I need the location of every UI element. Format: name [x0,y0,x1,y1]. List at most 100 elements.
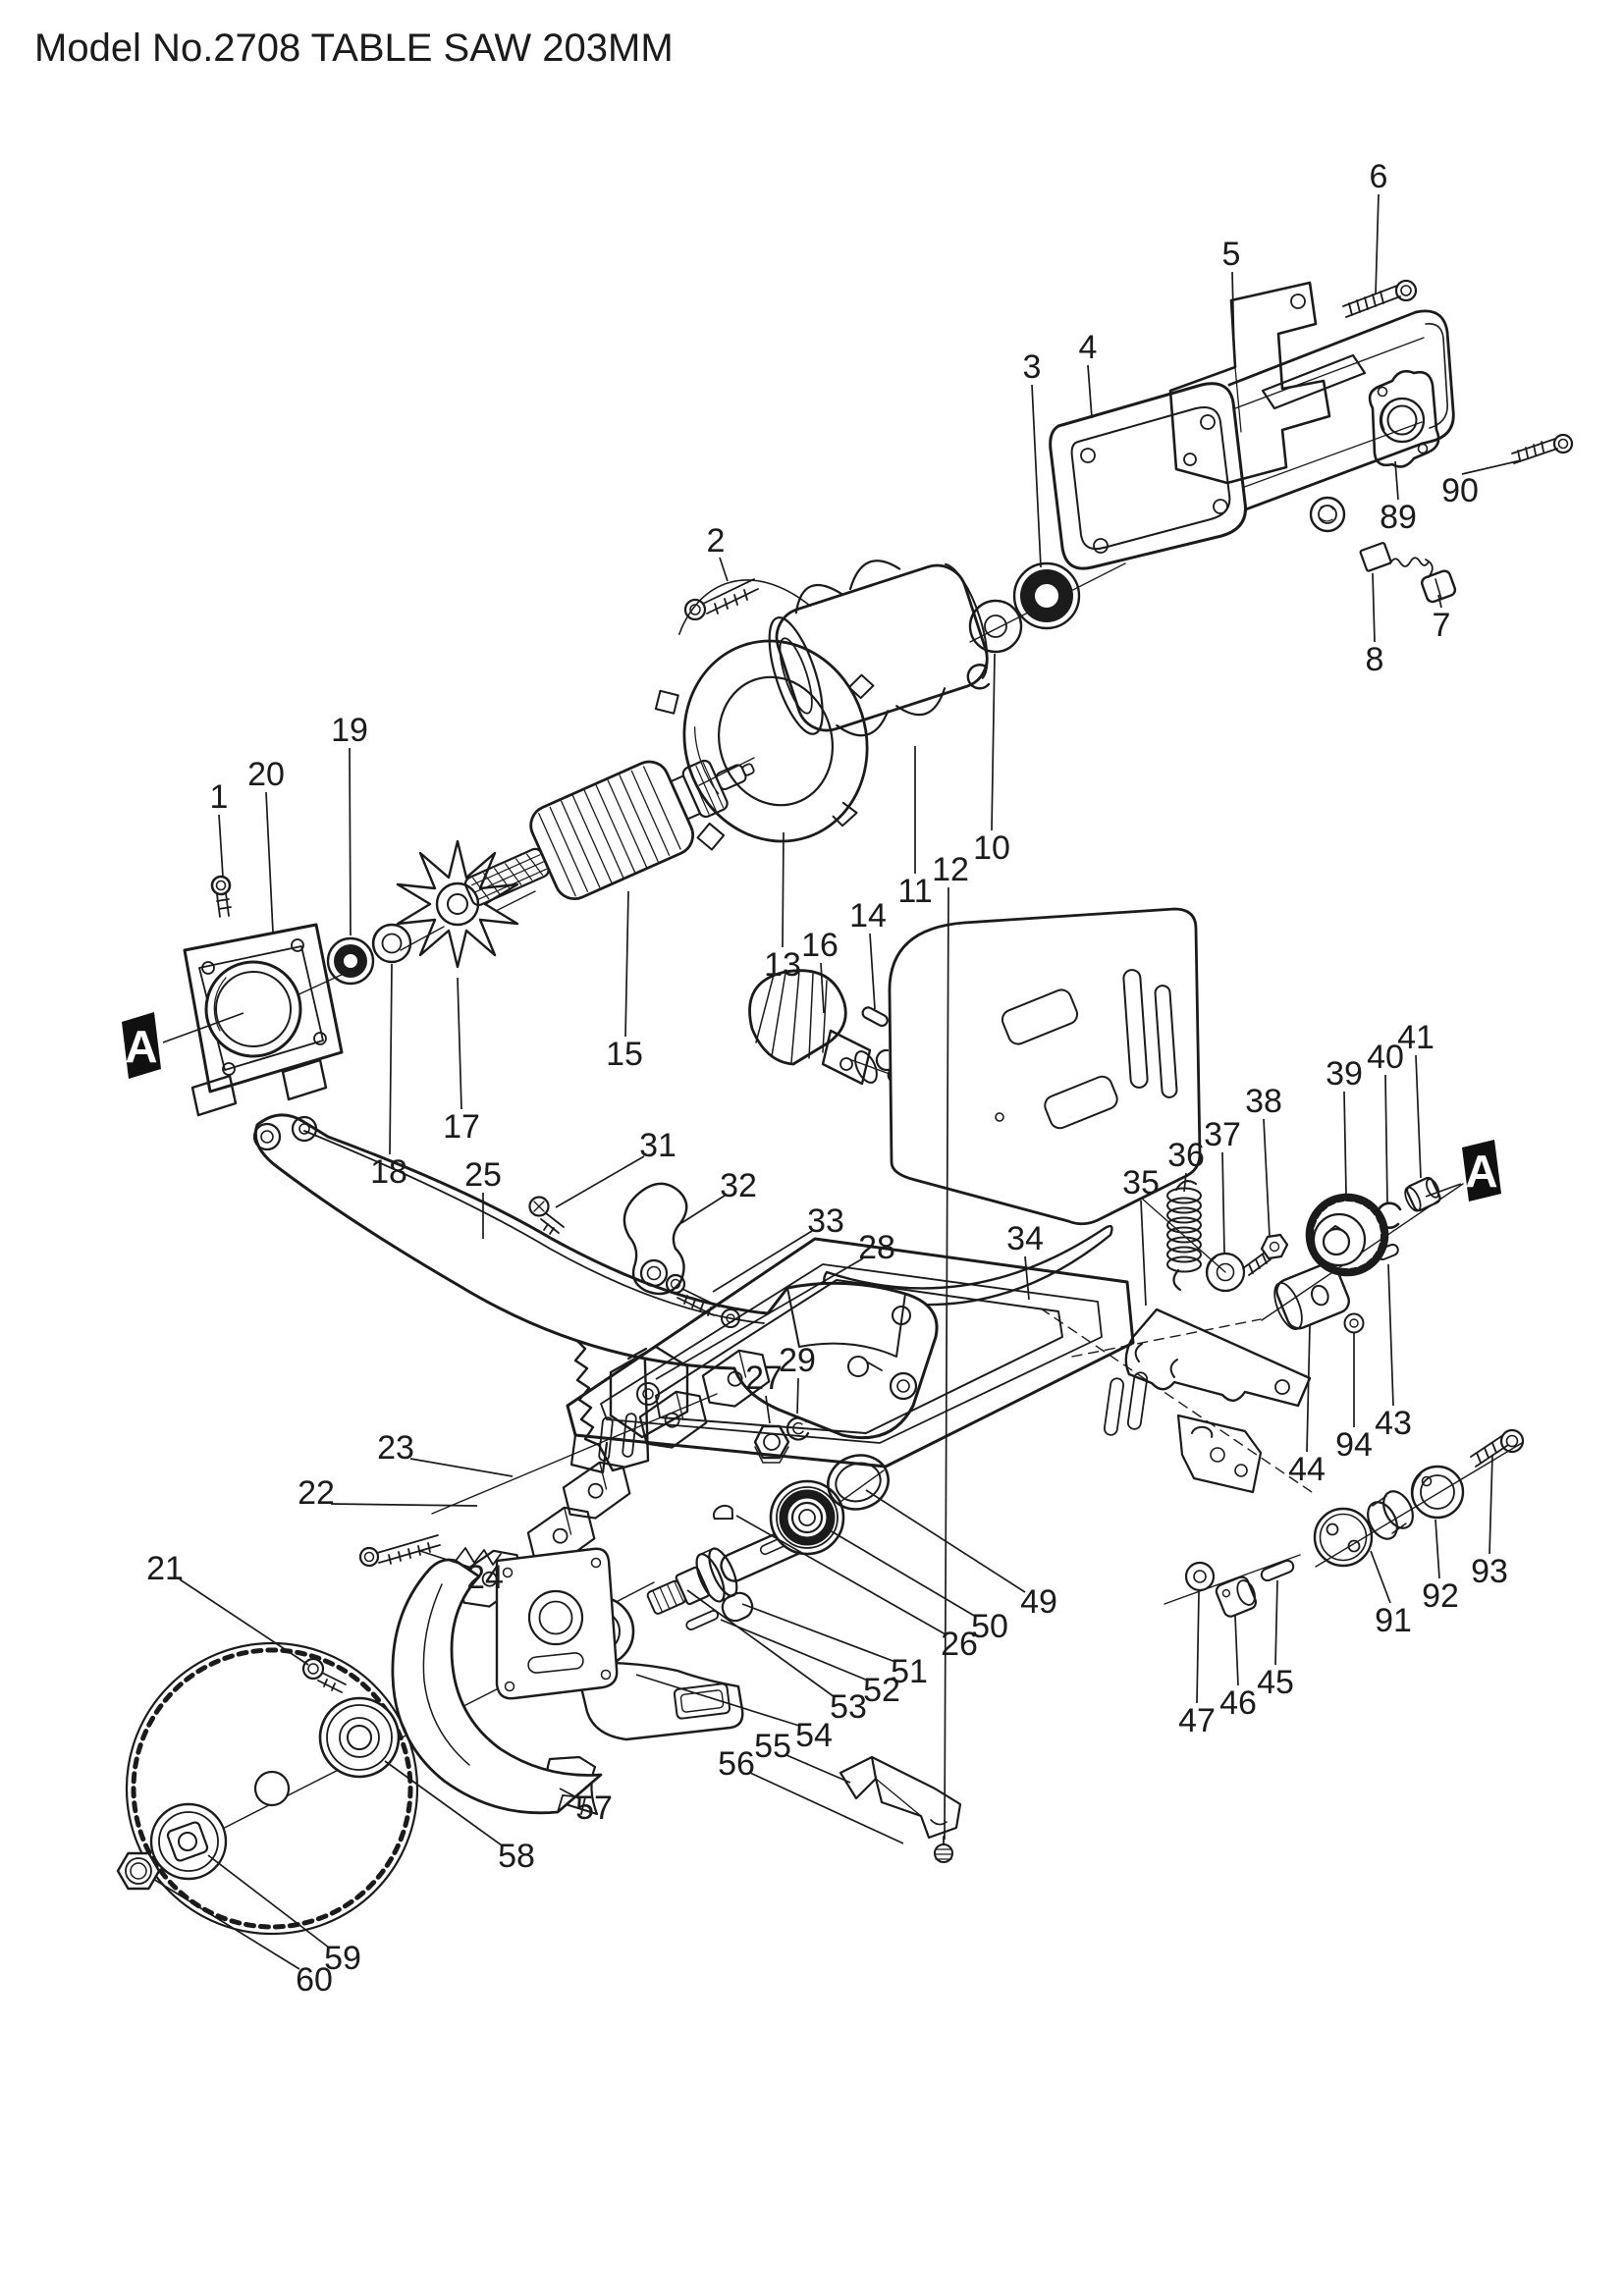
part-label-39: 39 [1326,1055,1363,1093]
bolt-6 [1342,279,1418,318]
part-label-52: 52 [863,1672,900,1709]
screw-31 [528,1196,565,1235]
motor-housing [1049,309,1455,570]
leader-part-39 [1343,1091,1347,1195]
screw-24 [358,1534,441,1568]
part-label-17: 17 [443,1108,480,1146]
lock-lever-32 [623,1182,688,1296]
leader-part-37 [1221,1151,1225,1254]
leader-part-43 [1387,1263,1394,1407]
leader-part-50 [824,1526,977,1618]
retainer-ring-92 [1410,1465,1465,1520]
part-label-59: 59 [324,1940,361,1977]
leader-part-47 [1196,1591,1200,1704]
part-label-47: 47 [1178,1702,1216,1739]
part-label-15: 15 [606,1036,643,1073]
riving-bracket [839,1755,962,1840]
ball-bearing-19 [326,936,375,986]
leader-part-44 [1306,1324,1311,1453]
leader-part-3 [1031,384,1042,568]
part-label-21: 21 [146,1550,184,1587]
pulley-91 [1313,1507,1374,1568]
part-label-16: 16 [801,927,839,964]
saw-blade [125,1641,419,1936]
part-label-7: 7 [1433,607,1451,644]
bolt-93 [1470,1428,1525,1468]
leader-part-14 [869,933,876,1010]
part-label-90: 90 [1441,472,1479,509]
part-label-11: 11 [897,873,932,910]
ball-bearing-50 [769,1479,845,1556]
leader-part-55 [785,1754,851,1784]
part-label-38: 38 [1245,1083,1282,1120]
part-label-27: 27 [745,1360,783,1397]
cooling-fan [396,839,519,969]
screw-33 [665,1273,740,1328]
gear-39 [1305,1193,1389,1277]
leader-part-35 [1140,1200,1147,1307]
collar-46 [1215,1575,1258,1618]
leader-part-10 [991,653,996,831]
leader-part-22 [330,1503,478,1507]
screw-2 [683,578,759,621]
part-label-25: 25 [464,1156,502,1194]
leader-part-17 [457,977,462,1110]
leader-part-33 [712,1230,813,1293]
leader-part-2 [719,557,729,582]
leader-part-20 [265,791,274,934]
part-label-50: 50 [971,1608,1008,1645]
spindle-shaft [646,1522,816,1615]
part-label-45: 45 [1257,1664,1294,1701]
pin-43 [1376,1243,1399,1261]
fan-baffle [654,639,875,851]
spring-36 [1166,1179,1202,1292]
spacer-41 [1404,1176,1441,1212]
leader-part-60 [152,1878,300,1970]
part-label-29: 29 [779,1342,816,1379]
carbon-brush-8 [1359,542,1434,578]
leader-part-91 [1370,1550,1391,1604]
leader-part-6 [1375,193,1380,295]
part-label-1: 1 [210,778,229,816]
leader-part-46 [1234,1615,1239,1686]
hex-nut-60 [116,1851,161,1891]
part-label-51: 51 [891,1653,928,1690]
leader-part-19 [349,747,352,936]
leader-part-36 [1183,1172,1187,1193]
view-marker-letter-1: A [125,1021,157,1072]
safety-cover [391,1547,619,1815]
pin-51 [685,1609,720,1630]
diagram-title: Model No.2708 TABLE SAW 203MM [34,27,674,70]
leader-part-52 [720,1619,869,1682]
pin-14 [861,1006,889,1028]
part-label-53: 53 [830,1688,867,1726]
part-label-57: 57 [575,1789,613,1827]
leader-part-45 [1274,1579,1278,1666]
inner-flange-59 [149,1802,228,1881]
leader-part-93 [1489,1454,1493,1555]
leader-part-58 [384,1760,503,1846]
part-label-3: 3 [1023,348,1042,386]
part-label-94: 94 [1335,1426,1373,1464]
washer-10 [968,599,1023,654]
c-ring-40 [1376,1201,1402,1229]
leader-part-89 [1394,460,1399,501]
part-label-55: 55 [754,1728,791,1765]
handle-arm [252,1113,939,1440]
terminal-plates [456,1349,771,1608]
part-label-5: 5 [1222,236,1241,273]
leader-part-16 [820,962,825,1014]
part-label-28: 28 [858,1229,895,1266]
part-label-44: 44 [1288,1451,1326,1488]
leader-part-8 [1372,572,1376,643]
leader-part-40 [1384,1074,1388,1204]
leader-part-90 [1461,459,1522,475]
part-label-41: 41 [1397,1019,1435,1056]
lock-washer-29 [785,1416,810,1441]
wave-spring-92 [1367,1490,1414,1540]
leader-part-21 [179,1578,309,1666]
base-frame [566,1237,1263,1494]
leader-part-51 [741,1603,896,1663]
washer-18 [371,923,412,964]
